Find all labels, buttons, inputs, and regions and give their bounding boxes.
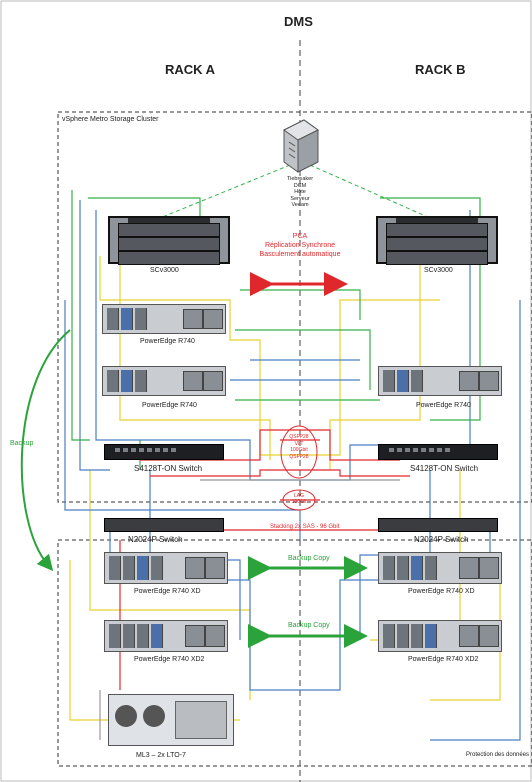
server-xd-b bbox=[378, 552, 502, 584]
switch-n2024p-a bbox=[104, 518, 224, 532]
server-b2-label: PowerEdge R740 bbox=[416, 402, 471, 409]
n2024-a-label: N2024P Switch bbox=[128, 535, 183, 544]
storage-a-label: SCv3000 bbox=[150, 267, 179, 274]
tiebreaker-link-a bbox=[159, 164, 291, 219]
cluster-label: vSphere Metro Storage Cluster bbox=[62, 116, 159, 123]
storage-array-b bbox=[376, 216, 498, 265]
lag-label: LAG 10Gbit bbox=[291, 493, 307, 505]
rack-a-label: RACK A bbox=[165, 62, 216, 77]
switch-b-label: S4128T-ON Switch bbox=[410, 464, 479, 473]
xd2-b-label: PowerEdge R740 XD2 bbox=[408, 656, 479, 663]
storage-array-a bbox=[108, 216, 230, 265]
server-xd-a bbox=[104, 552, 228, 584]
qsfp-label: QSFP28 VLT 100Gbit QSFP28 bbox=[289, 434, 309, 460]
server-b2 bbox=[378, 366, 502, 396]
switch-s4128t-b bbox=[378, 444, 498, 460]
protection-label: Protection des données bbox=[466, 752, 530, 758]
server-a1-label: PowerEdge R740 bbox=[140, 338, 195, 345]
server-xd2-b bbox=[378, 620, 502, 652]
server-a2-label: PowerEdge R740 bbox=[142, 402, 197, 409]
xd-b-label: PowerEdge R740 XD bbox=[408, 588, 475, 595]
lag-link-oval bbox=[282, 489, 316, 511]
tape-library bbox=[108, 694, 234, 746]
storage-b-label: SCv3000 bbox=[424, 267, 453, 274]
pca-label: PCA Réplication Synchrone Basculement au… bbox=[259, 233, 341, 258]
server-a2 bbox=[102, 366, 226, 396]
tiebreaker-label: Tiebreaker DCM Hôte Serveur Veeam bbox=[286, 176, 314, 208]
tiebreaker-server-icon bbox=[283, 119, 319, 173]
server-xd2-a bbox=[104, 620, 228, 652]
xd-a-label: PowerEdge R740 XD bbox=[134, 588, 201, 595]
stacking-label: Stacking 2x SAS - 96 Gbit bbox=[270, 524, 340, 530]
rack-b-label: RACK B bbox=[415, 62, 466, 77]
backup-copy-label-2: Backup Copy bbox=[288, 622, 330, 629]
switch-a-label: S4128T-ON Switch bbox=[134, 464, 203, 473]
switch-s4128t-a bbox=[104, 444, 224, 460]
backup-arrow bbox=[20, 329, 71, 572]
cluster-boundary bbox=[57, 111, 532, 503]
tape-label: ML3 – 2x LTO-7 bbox=[136, 752, 186, 759]
qsfp-link-oval bbox=[280, 425, 318, 479]
switch-n2024p-b bbox=[378, 518, 498, 532]
server-a1 bbox=[102, 304, 226, 334]
page-title: DMS bbox=[284, 14, 313, 29]
xd2-a-label: PowerEdge R740 XD2 bbox=[134, 656, 205, 663]
tiebreaker-link-b bbox=[309, 164, 431, 219]
backup-label: Backup bbox=[10, 440, 34, 447]
backup-copy-label-1: Backup Copy bbox=[288, 555, 330, 562]
n2024-b-label: N2024P Switch bbox=[414, 535, 469, 544]
